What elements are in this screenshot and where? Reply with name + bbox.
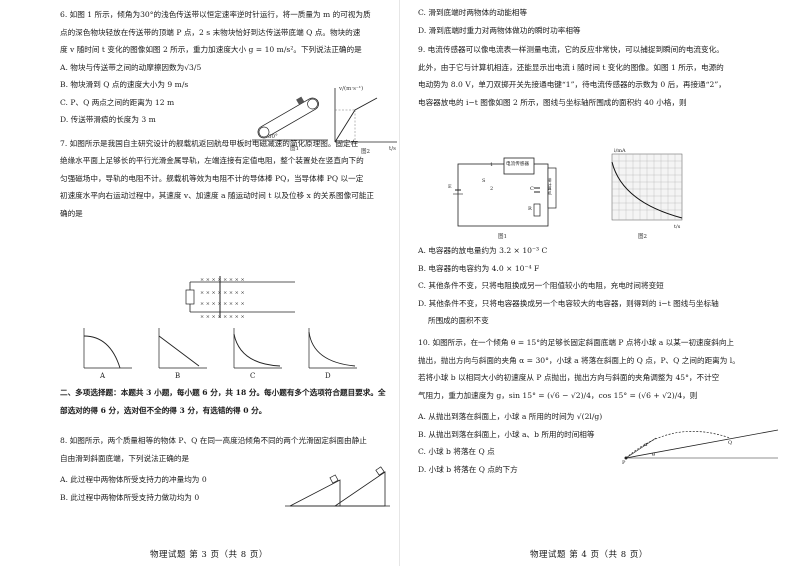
section-heading: 二、多项选择题：本题共 3 小题，每小题 6 分，共 18 分。每小题有多个选项… — [60, 388, 386, 397]
q7-stem: 确的是 — [60, 208, 83, 218]
projectile-incline-figure: P Q θ α — [622, 429, 779, 464]
question-8: 8. 如图所示，两个质量相等的物体 P、Q 在同一高度沿倾角不同的两个光滑固定斜… — [60, 432, 390, 506]
left-page: 6. 如图 1 所示，倾角为30°的浅色传送带以恒定速率逆时针运行，将一质量为 … — [60, 6, 397, 560]
q8-option-c: C. 滑到底端时两物体的动能相等 — [418, 8, 528, 17]
q10-stem: 若将小球 b 以相同大小的初速度从 P 点抛出，抛出方向与斜面的夹角调整为 45… — [418, 373, 720, 382]
q8-stem: 自由滑到斜面底端，下列说法正确的是 — [60, 453, 190, 463]
q6-option-c: C. P、Q 两点之间的距离为 12 m — [60, 97, 175, 107]
right-page: C. 滑到底端时两物体的动能相等 D. 滑到底端时重力对两物体做功的瞬时功率相等… — [400, 0, 800, 566]
q10-option-b: B. 从抛出到落在斜面上，小球 a、b 所用的时间相等 — [418, 429, 595, 439]
velocity-time-graph: v/(m·s⁻¹) t/s 图2 — [334, 85, 397, 154]
svg-text:α: α — [644, 442, 648, 448]
t-axis-label: t/s — [389, 146, 396, 152]
page-footer: 物理试题 第 4 页（共 8 页） — [530, 550, 648, 560]
v-axis-label: v/(m·s⁻¹) — [338, 85, 363, 92]
fig-caption: 图1 — [498, 232, 507, 240]
graph-a — [83, 328, 132, 369]
page-fold — [399, 0, 400, 566]
q10-stem: 抛出，抛出方向与斜面的夹角 α = 30°，小球 a 将落在斜面上的 Q 点，P… — [418, 355, 740, 365]
svg-text:E: E — [448, 184, 452, 190]
sensor-label: 电流传感器 — [506, 160, 529, 167]
graph-b — [158, 328, 207, 369]
inclined-planes-figure — [285, 466, 390, 507]
q7-options-graphs: A B C D — [60, 326, 360, 384]
graph-label: D — [325, 372, 331, 380]
q6-option-d: D. 传送带滑痕的长度为 3 m — [60, 115, 156, 124]
q7-stem: 初速度水平向右运动过程中，其速度 v、加速度 a 随运动时间 t 以及位移 x … — [60, 191, 375, 200]
conveyor-belt-figure: 30° 图1 — [252, 96, 328, 152]
graph-d — [308, 328, 357, 369]
q9-stem: 电容器放电的 i−t 图像如图 2 所示，图线与坐标轴所围成的面积约 40 小格… — [418, 97, 687, 107]
q7-stem: 匀强磁场中，导轨的电阻不计。舰载机等效为电阻不计的导体棒 PQ，当导体棒 PQ … — [60, 173, 364, 183]
q6-stem: 点的深色物块轻放在传送带的顶端 P 点，2 s 末物块恰好到达传送带底端 Q 点… — [60, 27, 361, 37]
q9-stem: 电动势为 8.0 V，单刀双掷开关先接通电键“1”，待电流传感器的示数为 0 后… — [418, 80, 726, 89]
q9-stem: 9. 电流传感器可以像电流表一样测量电流，它的反应非常快，可以捕捉到瞬间的电流变… — [418, 45, 724, 54]
svg-text:C: C — [530, 186, 534, 192]
q9-option-d: D. 其他条件不变，只将电容器换成另一个电容较大的电容器，则得到的 i−t 图线… — [418, 298, 719, 308]
current-sensor-box — [503, 157, 535, 175]
graph-label: C — [250, 372, 256, 380]
svg-text:× × × × × × × ×: × × × × × × × × — [200, 277, 245, 283]
section-heading: 部选对的得 6 分，选对但不全的得 3 分，有选错的得 0 分。 — [60, 405, 267, 415]
q8-option-b: B. 此过程中两物体所受支持力做功均为 0 — [60, 492, 200, 502]
page-footer: 物理试题 第 3 页（共 8 页） — [150, 550, 268, 560]
q9-option-a: A. 电容器的放电量约为 3.2 × 10⁻³ C — [418, 246, 548, 255]
current-time-graph: i/mA t/s 图2 — [611, 148, 683, 240]
question-9: 9. 电流传感器可以像电流表一样测量电流，它的反应非常快，可以捕捉到瞬间的电流变… — [418, 41, 784, 111]
question-8-continued: C. 滑到底端时两物体的动能相等 D. 滑到底端时重力对两物体做功的瞬时功率相等 — [418, 4, 784, 39]
q8-option-a: A. 此过程中两物体所受支持力的冲量均为 0 — [60, 475, 207, 484]
q10-option-d: D. 小球 b 将落在 Q 点的下方 — [418, 464, 518, 474]
q7-stem: 绝缘水平面上足够长的平行光滑金属导轨，左端连接有定值电阻，整个装置处在竖直向下的 — [60, 156, 364, 165]
q10-option-c: C. 小球 b 将落在 Q 点 — [418, 447, 495, 456]
angle-label: 30° — [268, 134, 278, 140]
computer-label: 接计算机 — [547, 177, 553, 197]
fig-caption: 图2 — [361, 147, 370, 154]
q6-stem: 6. 如图 1 所示，倾角为30°的浅色传送带以恒定速率逆时针运行，将一质量为 … — [60, 10, 371, 19]
circuit-figure: 电流传感器 E C R 1 2 S 接计算机 图1 — [448, 157, 557, 240]
svg-text:1: 1 — [490, 162, 493, 168]
q8-stem: 8. 如图所示，两个质量相等的物体 P、Q 在同一高度沿倾角不同的两个光滑固定斜… — [60, 436, 367, 445]
fig-caption: 图1 — [290, 144, 299, 152]
svg-text:× × × × × × × ×: × × × × × × × × — [200, 301, 245, 307]
q6-option-a: A. 物块与传送带之间的动摩擦因数为√3/5 — [60, 62, 202, 72]
q9-option-c: C. 其他条件不变，只将电阻换成另一个阻值较小的电阻，充电时间将变短 — [418, 281, 664, 290]
graph-c — [233, 328, 282, 369]
svg-text:θ: θ — [652, 452, 655, 458]
graph-label: A — [100, 372, 106, 380]
q9-option-d-cont: 所围成的面积不变 — [428, 316, 489, 325]
q10-option-a: A. 从抛出到落在斜面上，小球 a 所用的时间为 √(2l/g) — [418, 412, 603, 421]
q7-stem: 7. 如图所示是我国自主研究设计的舰载机返回航母甲板时电磁减速的简化原理图。固定… — [60, 138, 359, 148]
svg-text:× × × × × × × ×: × × × × × × × × — [200, 290, 245, 296]
svg-text:× × × × × × × ×: × × × × × × × × — [200, 314, 245, 320]
question-6: 6. 如图 1 所示，倾角为30°的浅色传送带以恒定速率逆时针运行，将一质量为 … — [60, 6, 386, 129]
svg-text:2: 2 — [490, 186, 493, 192]
q6-stem: 度 v 随时间 t 变化的图像如图 2 所示，重力加速度大小 g = 10 m/… — [60, 45, 362, 54]
q10-stem: 气阻力，重力加速度为 g，sin 15° = (√6 − √2)/4，cos 1… — [418, 390, 698, 400]
svg-text:Q: Q — [728, 440, 732, 446]
t-axis-label: t/s — [674, 224, 681, 230]
q9-option-b: B. 电容器的电容约为 4.0 × 10⁻⁴ F — [418, 263, 540, 273]
graph-label: B — [175, 372, 181, 380]
fig-caption: 图2 — [638, 232, 647, 240]
question-7: 7. 如图所示是我国自主研究设计的舰载机返回航母甲板时电磁减速的简化原理图。固定… — [60, 135, 386, 223]
svg-text:R: R — [528, 206, 532, 212]
svg-text:P: P — [622, 460, 626, 464]
section-2-heading: 二、多项选择题：本题共 3 小题，每小题 6 分，共 18 分。每小题有多个选项… — [60, 384, 390, 419]
magnetic-rail-figure: × × × × × × × × × × × × × × × × × × × × … — [185, 276, 295, 320]
question-10: 10. 如图所示，在一个倾角 θ = 15°的足够长固定斜面底端 P 点将小球 … — [418, 334, 788, 478]
q9-stem: 此外，由于它与计算机相连，还能显示出电流 i 随时间 t 变化的图像。如图 1 … — [418, 62, 724, 72]
q6-option-b: B. 物块滑到 Q 点的速度大小为 9 m/s — [60, 80, 189, 89]
svg-text:S: S — [482, 178, 486, 184]
q10-stem: 10. 如图所示，在一个倾角 θ = 15°的足够长固定斜面底端 P 点将小球 … — [418, 338, 735, 347]
q8-option-d: D. 滑到底端时重力对两物体做功的瞬时功率相等 — [418, 25, 581, 35]
question-9-options: A. 电容器的放电量约为 3.2 × 10⁻³ C B. 电容器的电容约为 4.… — [418, 242, 788, 330]
i-axis-label: i/mA — [614, 148, 626, 154]
